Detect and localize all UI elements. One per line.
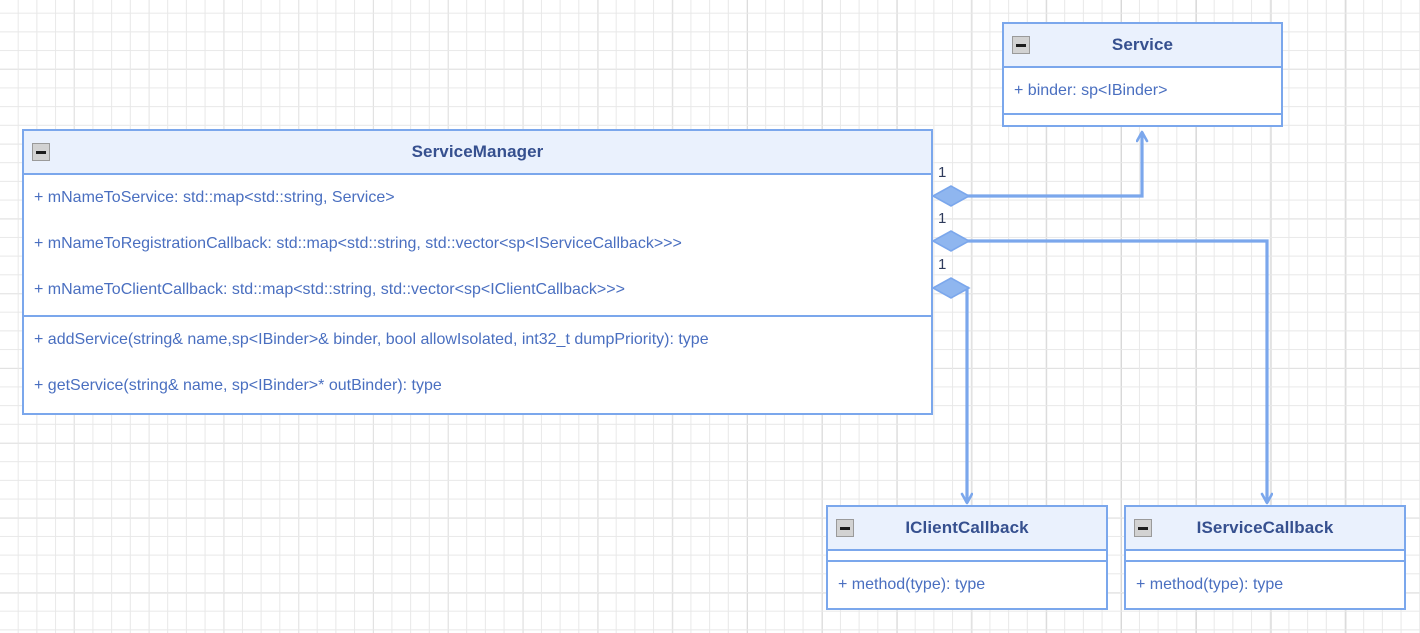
attributes-compartment-iclientcallback (828, 551, 1106, 560)
attributes-compartment-iservicecallback (1126, 551, 1404, 560)
operation-row: + getService(string& name, sp<IBinder>* … (34, 377, 442, 394)
minus-icon-bar (1138, 526, 1148, 530)
class-title-service: Service (1111, 35, 1174, 54)
operation-row: + method(type): type (838, 576, 986, 593)
association-service-manager-to-iclientcallback[interactable] (931, 277, 971, 503)
attributes-compartment-service-manager: + mNameToService: std::map<std::string, … (24, 175, 931, 315)
class-title-iservicecallback: IServiceCallback (1196, 518, 1334, 537)
minus-icon[interactable] (1134, 519, 1152, 537)
operations-compartment-iclientcallback: + method(type): type (828, 560, 1106, 606)
class-header-iclientcallback: IClientCallback (828, 507, 1106, 551)
class-box-iclientcallback[interactable]: IClientCallback + method(type): type (826, 505, 1108, 610)
minus-icon[interactable] (1012, 36, 1030, 54)
attributes-compartment-service: + binder: sp<IBinder> (1004, 68, 1281, 113)
multiplicity-label-iclientcallback: 1 (938, 256, 947, 273)
class-header-service: Service (1004, 24, 1281, 68)
minus-icon-bar (840, 526, 850, 530)
attribute-row: + mNameToClientCallback: std::map<std::s… (34, 281, 625, 298)
class-header-service-manager: ServiceManager (24, 131, 931, 175)
class-title-service-manager: ServiceManager (411, 142, 544, 161)
attribute-row: + mNameToRegistrationCallback: std::map<… (34, 235, 682, 252)
aggregation-diamond-service (931, 185, 971, 207)
association-service-manager-to-iservicecallback[interactable] (931, 230, 1267, 503)
operation-row: + method(type): type (1136, 576, 1284, 593)
aggregation-diamond-iservicecallback (931, 230, 971, 252)
class-box-service[interactable]: Service + binder: sp<IBinder> (1002, 22, 1283, 127)
class-header-iservicecallback: IServiceCallback (1126, 507, 1404, 551)
attribute-row: + binder: sp<IBinder> (1014, 81, 1168, 99)
operation-row: + addService(string& name,sp<IBinder>& b… (34, 331, 709, 348)
association-service-manager-to-service[interactable] (931, 132, 1142, 207)
aggregation-diamond-iclientcallback (931, 277, 971, 299)
minus-icon-bar (1016, 43, 1026, 47)
minus-icon[interactable] (32, 143, 50, 161)
class-title-iclientcallback: IClientCallback (905, 518, 1029, 537)
operations-compartment-service-manager: + addService(string& name,sp<IBinder>& b… (24, 315, 931, 411)
operations-compartment-iservicecallback: + method(type): type (1126, 560, 1404, 606)
minus-icon[interactable] (836, 519, 854, 537)
operations-compartment-service (1004, 113, 1281, 123)
multiplicity-label-iservicecallback: 1 (938, 210, 947, 227)
attribute-row: + mNameToService: std::map<std::string, … (34, 189, 395, 206)
multiplicity-label-service: 1 (938, 164, 947, 181)
class-box-iservicecallback[interactable]: IServiceCallback + method(type): type (1124, 505, 1406, 610)
class-box-service-manager[interactable]: ServiceManager + mNameToService: std::ma… (22, 129, 933, 415)
minus-icon-bar (36, 150, 46, 154)
